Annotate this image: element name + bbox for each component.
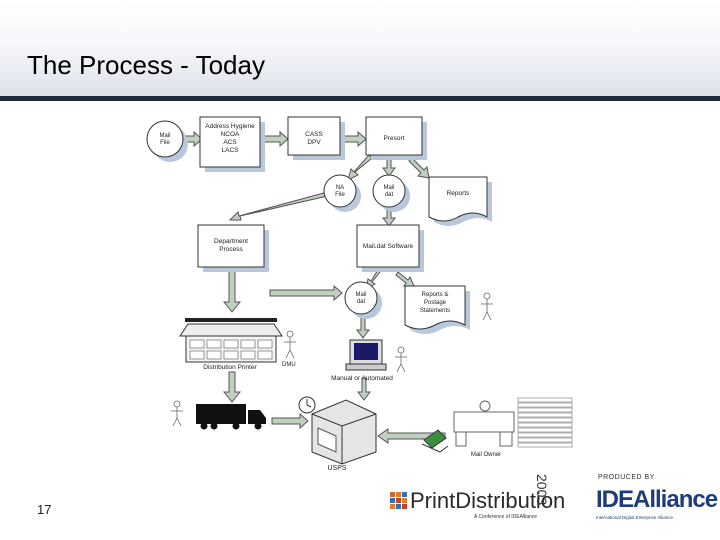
arrow-computer-usps (357, 377, 371, 401)
svg-text:NCOA: NCOA (221, 131, 240, 138)
node-distribution-printer: Distribution Printer (179, 318, 283, 371)
svg-text:Manual or Automated: Manual or Automated (331, 375, 393, 382)
arrow-truck-usps (271, 412, 309, 430)
svg-text:Address Hygiene: Address Hygiene (205, 123, 255, 130)
arrow-printer-truck (222, 371, 242, 403)
computer-icon: Manual or Automated (331, 339, 393, 382)
svg-text:Distribution Printer: Distribution Printer (203, 364, 257, 371)
node-mail-owner: Mail Owner (453, 400, 515, 458)
svg-text:Statements: Statements (420, 308, 450, 314)
title-bar (0, 0, 720, 96)
svg-text:DPV: DPV (307, 139, 321, 146)
svg-text:ACS: ACS (223, 139, 237, 146)
idealliance-logo: IDEAlliance (596, 486, 718, 513)
node-mail-dat-2: Mail dat (344, 281, 382, 319)
svg-text:Department: Department (214, 238, 248, 245)
truck-icon (196, 404, 266, 430)
arrow-printer-computer (269, 284, 343, 302)
flow-arrows (179, 130, 446, 444)
svg-text:dat: dat (385, 192, 394, 198)
page-number: 17 (37, 502, 52, 517)
person-icon (481, 292, 493, 321)
node-maildat-software: Mail.dat Software (356, 224, 424, 272)
arrow-hygiene-cass (261, 130, 289, 148)
arrow-cass-presort (341, 130, 367, 148)
paper-stack-icon (517, 397, 573, 448)
svg-text:Postage: Postage (424, 300, 447, 306)
node-reports: Reports (428, 176, 492, 226)
svg-text:Mail.dat Software: Mail.dat Software (363, 243, 414, 250)
svg-text:USPS: USPS (327, 465, 346, 472)
svg-text:DMU: DMU (282, 362, 296, 368)
node-reports-postage: Reports & Postage Statements (404, 285, 470, 334)
title-divider (0, 96, 720, 101)
node-mail-dat: Mail dat (372, 174, 410, 212)
svg-text:Presort: Presort (384, 135, 405, 142)
conference-year: 2003 (534, 474, 550, 506)
arrow-software-postage (395, 271, 415, 287)
print-distribution-logo: PrintDistribution (410, 488, 566, 513)
node-mail-file: Mail File (146, 120, 188, 162)
svg-text:dat: dat (357, 299, 366, 305)
svg-text:Process: Process (219, 246, 243, 253)
laptop-icon (421, 429, 449, 453)
svg-text:Reports: Reports (447, 190, 471, 197)
person-icon (395, 346, 407, 373)
print-distribution-grid-icon (390, 492, 407, 509)
node-presort: Presort (365, 116, 427, 160)
svg-text:Mail: Mail (383, 185, 394, 191)
node-department-process: Department Process (197, 224, 269, 272)
node-address-hygiene: Address Hygiene NCOA ACS LACS (199, 116, 265, 172)
svg-text:Mail Owner: Mail Owner (471, 452, 501, 458)
svg-text:LACS: LACS (222, 147, 240, 154)
arrow-dept-printer (222, 269, 242, 313)
person-icon (171, 400, 183, 427)
node-usps: USPS (311, 399, 377, 472)
node-cass: CASS DPV (287, 116, 345, 160)
svg-text:File: File (335, 192, 345, 198)
arrow-presort-nafile (347, 154, 373, 181)
node-label: Mail (159, 133, 170, 139)
arrow-nafile-dept (228, 190, 333, 221)
clock-icon (298, 396, 316, 414)
person-dmu-icon: DMU (282, 330, 296, 368)
svg-text:Reports &: Reports & (422, 292, 449, 298)
sponsor-logos: PrintDistribution A Conference of IDEAll… (390, 470, 720, 540)
slide-title: The Process - Today (27, 50, 265, 80)
svg-text:NA: NA (336, 185, 344, 191)
conference-subtitle: A Conference of IDEAlliance (474, 514, 538, 520)
svg-text:CASS: CASS (305, 131, 323, 138)
produced-by-label: PRODUCED BY (598, 474, 655, 481)
svg-text:Mail: Mail (355, 292, 366, 298)
arrow-presort-reports (408, 157, 430, 179)
node-label: File (160, 140, 170, 146)
idealliance-subtitle: International Digital Enterprise Allianc… (596, 515, 674, 520)
arrow-presort-maildat (382, 157, 396, 177)
node-na-file: NA File (323, 174, 361, 212)
